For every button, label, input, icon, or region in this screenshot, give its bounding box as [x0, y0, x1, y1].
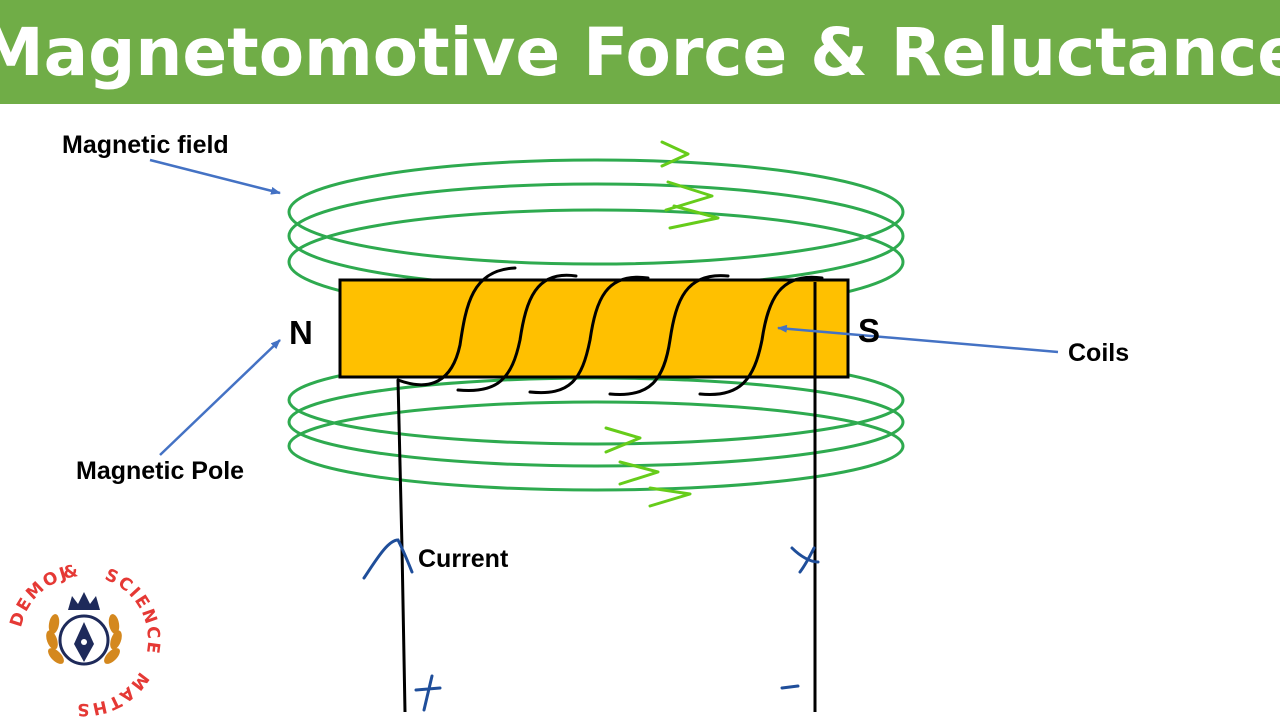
coil-turn-2	[456, 273, 578, 393]
field-line-upper-1	[287, 158, 905, 266]
current-up-arrow	[362, 538, 414, 580]
field-line-upper-2	[287, 182, 905, 290]
field-arrow-4	[604, 426, 642, 454]
crown-icon	[68, 592, 100, 610]
logo-ring-text: DEMOJ	[6, 563, 70, 629]
magnet-bar	[338, 278, 850, 379]
current-down-arrow	[790, 546, 820, 574]
current-markers	[362, 538, 820, 712]
field-arrow-3	[668, 204, 720, 230]
coil-turn-1	[396, 266, 517, 387]
field-arrow-2	[664, 180, 714, 212]
page-title: Magnetomotive Force & Reluctance	[0, 13, 1280, 91]
coils	[396, 266, 824, 397]
north-pole-label: N	[289, 314, 313, 351]
svg-text:MATHS: MATHS	[75, 668, 153, 719]
logo-text-top: DEMOJ	[6, 563, 68, 629]
title-bar: Magnetomotive Force & Reluctance	[0, 0, 1280, 104]
field-arrow-6	[648, 486, 692, 508]
magnetic-pole-label: Magnetic Pole	[76, 457, 244, 485]
magnetic-field-pointer	[149, 158, 281, 195]
field-direction-arrows	[604, 140, 720, 508]
logo: DEMOJ SCIENCE MATHS &	[6, 561, 161, 719]
south-pole-label: S	[858, 312, 880, 349]
field-arrow-5	[618, 460, 660, 486]
coil-turn-5	[698, 275, 824, 397]
field-line-lower-2	[287, 376, 905, 468]
svg-text:&: &	[61, 561, 81, 584]
field-arrow-1	[660, 140, 690, 168]
magnetic-pole-pointer	[159, 339, 281, 456]
minus-sign	[780, 684, 800, 690]
coils-pointer	[777, 324, 1059, 354]
logo-text-bottom: MATHS	[75, 668, 151, 719]
laurel-icon	[46, 614, 122, 664]
logo-text-amp: &	[61, 561, 79, 584]
magnetic-field-label: Magnetic field	[62, 131, 229, 159]
coil-turn-4	[608, 274, 730, 397]
coil-turn-3	[528, 275, 650, 395]
pointer-arrows	[149, 158, 1059, 456]
current-label: Current	[418, 545, 509, 573]
plus-sign	[414, 674, 442, 712]
coils-label: Coils	[1068, 339, 1129, 367]
field-line-lower-3	[287, 400, 905, 492]
